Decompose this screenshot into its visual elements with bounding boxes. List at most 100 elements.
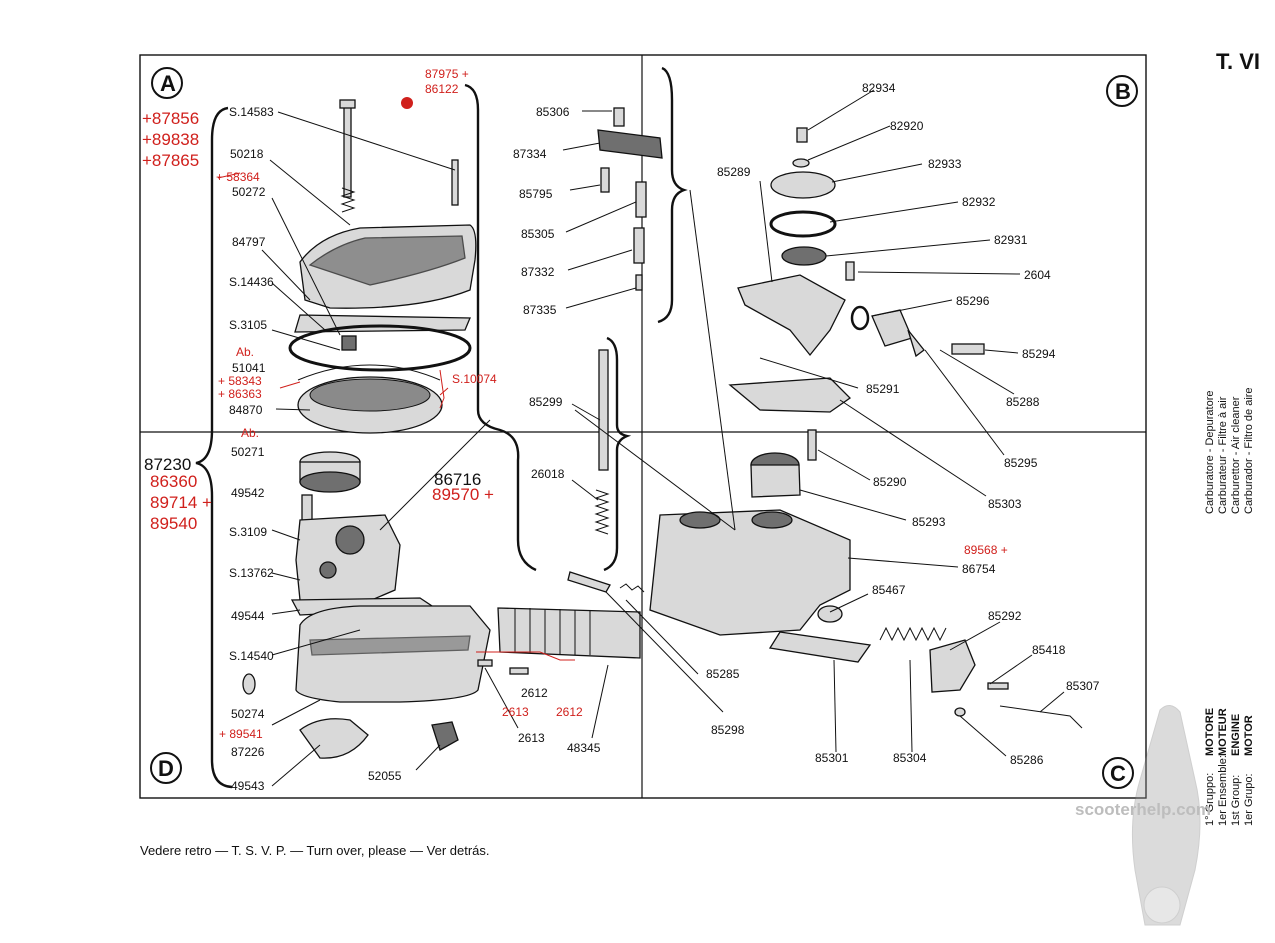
part-number-labels: S.14583 50218 50272 84797 S.14436 S.3105… [144, 81, 1100, 793]
label-85292: 85292 [988, 609, 1022, 623]
label-85298: 85298 [711, 723, 745, 737]
label-89540: 89540 [150, 514, 197, 533]
side-title: Carburatore - Depuratore Carburateur - F… [1204, 387, 1255, 514]
red-clip [439, 369, 445, 409]
label-s14540: S.14540 [229, 649, 274, 663]
middle-brace [464, 83, 537, 572]
float-chamber-body [649, 509, 851, 636]
side-group: 1° Gruppo: MOTORE 1er Ensemble: MOTEUR 1… [1204, 708, 1255, 826]
red-cap-screw [401, 97, 413, 109]
label-s14583: S.14583 [229, 105, 274, 119]
svg-text:Carburatore - Depuratore: Carburatore - Depuratore [1204, 390, 1216, 514]
label-87856: +87856 [142, 109, 199, 128]
label-58364: + 58364 [216, 170, 260, 184]
label-49542: 49542 [231, 486, 265, 500]
float-chamber-assembly [649, 429, 1083, 729]
intake-hose [477, 607, 641, 675]
svg-text:Carburateur - Filtre à air: Carburateur - Filtre à air [1217, 396, 1229, 514]
label-85294: 85294 [1022, 347, 1056, 361]
section-marker-a: A [151, 67, 183, 99]
svg-text:Carburettor - Air cleaner: Carburettor - Air cleaner [1230, 396, 1242, 514]
label-85289: 85289 [717, 165, 751, 179]
center-brace [603, 336, 632, 572]
label-48345: 48345 [567, 741, 601, 755]
label-49543: 49543 [231, 779, 265, 793]
svg-text:1er Grupo:: 1er Grupo: [1243, 773, 1255, 826]
label-84797: 84797 [232, 235, 266, 249]
label-50272: 50272 [232, 185, 266, 199]
label-2613-red: 2613 [502, 705, 529, 719]
label-85299: 85299 [529, 395, 563, 409]
rod-85307 [999, 705, 1083, 729]
label-49544: 49544 [231, 609, 265, 623]
gasket-85291 [728, 377, 852, 413]
svg-text:MOTOR: MOTOR [1243, 715, 1255, 756]
label-82934: 82934 [862, 81, 896, 95]
label-87865: +87865 [142, 151, 199, 170]
svg-text:1st Group:: 1st Group: [1230, 775, 1242, 826]
label-82931: 82931 [994, 233, 1028, 247]
label-89541: + 89541 [219, 727, 263, 741]
label-58343: + 58343 [218, 374, 262, 388]
section-marker-d: D [150, 752, 182, 784]
label-82920: 82920 [890, 119, 924, 133]
label-85301: 85301 [815, 751, 849, 765]
label-85288: 85288 [1006, 395, 1040, 409]
label-87334: 87334 [513, 147, 547, 161]
svg-text:A: A [160, 71, 176, 96]
label-85303: 85303 [988, 497, 1022, 511]
o-ring [769, 210, 837, 238]
watermark-text: scooterhelp.com [1075, 800, 1211, 819]
section-marker-b: B [1106, 75, 1138, 107]
label-87230: 87230 [144, 455, 191, 474]
diaphragm-cover [770, 171, 836, 199]
label-82933: 82933 [928, 157, 962, 171]
label-s3105: S.3105 [229, 318, 267, 332]
svg-text:ENGINE: ENGINE [1230, 714, 1242, 756]
label-85290: 85290 [873, 475, 907, 489]
label-s3109: S.3109 [229, 525, 267, 539]
label-85307: 85307 [1066, 679, 1100, 693]
ring-gasket [288, 324, 472, 372]
spring-26018 [594, 489, 610, 535]
label-89714: 89714 + [150, 493, 212, 512]
label-89570: 89570 + [432, 485, 494, 504]
svg-text:B: B [1115, 79, 1131, 104]
svg-text:D: D [158, 756, 174, 781]
label-2612: 2612 [521, 686, 548, 700]
svg-text:1° Gruppo:: 1° Gruppo: [1204, 773, 1216, 826]
carb-top-body [737, 274, 846, 357]
svg-text:MOTORE: MOTORE [1204, 708, 1216, 756]
label-86360: 86360 [150, 472, 197, 491]
label-50218: 50218 [230, 147, 264, 161]
label-85306: 85306 [536, 105, 570, 119]
label-89838: +89838 [142, 130, 199, 149]
label-2613: 2613 [518, 731, 545, 745]
right-top-brace [657, 66, 688, 324]
label-52055: 52055 [368, 769, 402, 783]
label-85293: 85293 [912, 515, 946, 529]
label-85295: 85295 [1004, 456, 1038, 470]
label-2612-red: 2612 [556, 705, 583, 719]
label-82932: 82932 [962, 195, 996, 209]
label-85296: 85296 [956, 294, 990, 308]
footer-note: Vedere retro — T. S. V. P. — Turn over, … [140, 843, 490, 858]
label-85305: 85305 [521, 227, 555, 241]
label-89568: 89568 + [964, 543, 1008, 557]
air-cleaner-assembly [242, 97, 491, 759]
label-51041: 51041 [232, 361, 266, 375]
label-s10074: S.10074 [452, 372, 497, 386]
carburettor-body [295, 514, 401, 606]
label-s14436: S.14436 [229, 275, 274, 289]
label-87975: 87975 + [425, 67, 469, 81]
left-brace [195, 106, 233, 789]
label-50274: 50274 [231, 707, 265, 721]
label-87332: 87332 [521, 265, 555, 279]
label-ab-2: Ab. [241, 426, 259, 440]
label-26018: 26018 [531, 467, 565, 481]
label-2604: 2604 [1024, 268, 1051, 282]
spring-part [340, 187, 356, 213]
spring-85304 [879, 626, 947, 642]
label-85291: 85291 [866, 382, 900, 396]
